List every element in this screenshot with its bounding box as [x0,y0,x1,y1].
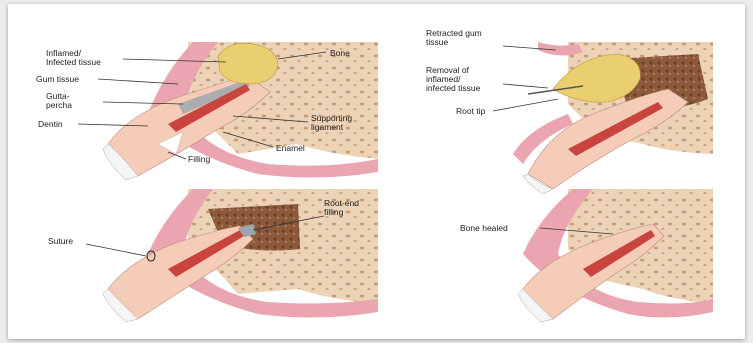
label-enamel: Enamel [276,143,305,153]
panel-bottom-left: Suture Root-end filling [48,189,378,322]
label-removal-3: infected tissue [426,83,481,93]
label-bone-healed: Bone healed [460,223,508,233]
panel-bottom-right: Bone healed [460,189,713,322]
illustration-card: Inflamed/ Infected tissue Bone Gum tissu… [8,4,745,339]
panel-top-left: Inflamed/ Infected tissue Bone Gum tissu… [36,42,378,180]
label-suture: Suture [48,236,73,246]
label-retracted-2: tissue [426,37,448,47]
label-gutta-2: percha [46,100,72,110]
label-ligament-2: ligament [311,122,344,132]
label-bone: Bone [330,48,350,58]
label-root-end-2: filling [324,207,344,217]
label-dentin: Dentin [38,119,63,129]
panel-top-right: Retracted gum tissue Removal of inflamed… [426,28,713,194]
label-inflamed-2: Infected tissue [46,57,101,67]
label-root-tip: Root tip [456,106,486,116]
label-filling: Filling [188,154,210,164]
apicoectomy-diagram: Inflamed/ Infected tissue Bone Gum tissu… [8,4,745,339]
label-gum-tissue: Gum tissue [36,74,79,84]
